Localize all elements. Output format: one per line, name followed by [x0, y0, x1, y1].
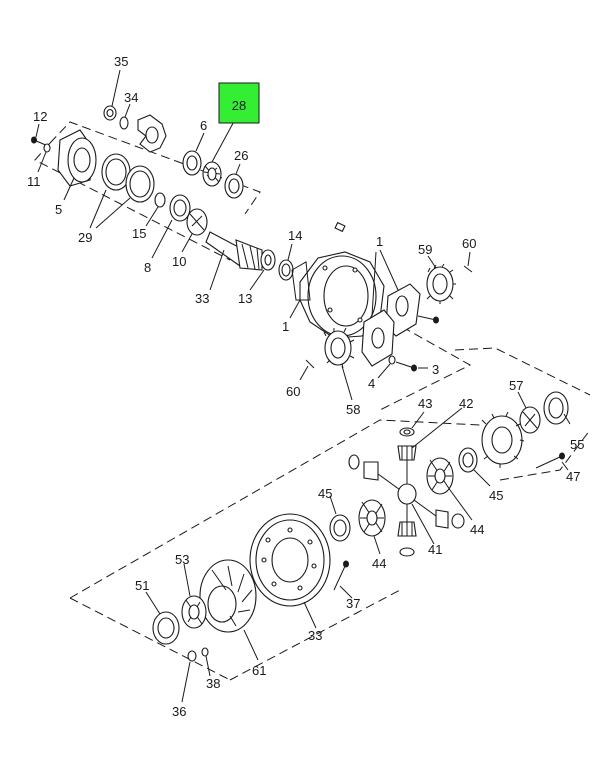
- callout-3[interactable]: 3: [432, 362, 439, 377]
- callout-58[interactable]: 58: [346, 402, 360, 417]
- part-44-side-gear-left[interactable]: [358, 499, 386, 537]
- part-35-nut[interactable]: [103, 105, 117, 121]
- part-case-half-right[interactable]: [481, 411, 525, 468]
- part-44-side-gear-right[interactable]: [426, 457, 454, 495]
- callout-51[interactable]: 51: [135, 578, 149, 593]
- callout-6[interactable]: 6: [200, 118, 207, 133]
- callout-43[interactable]: 43: [418, 396, 432, 411]
- part-38-washer[interactable]: [201, 647, 209, 657]
- part-pinion-gear-right[interactable]: [435, 509, 465, 529]
- callout-5[interactable]: 5: [55, 202, 62, 217]
- callout-34[interactable]: 34: [124, 90, 138, 105]
- callout-57[interactable]: 57: [509, 378, 523, 393]
- callout-14[interactable]: 14: [288, 228, 302, 243]
- callout-53[interactable]: 53: [175, 552, 189, 567]
- part-41-spider[interactable]: [377, 460, 437, 522]
- callout-45-left[interactable]: 45: [318, 486, 332, 501]
- part-36-nut[interactable]: [187, 650, 197, 662]
- highlight-box: [218, 82, 260, 124]
- part-34-washer[interactable]: [119, 116, 129, 130]
- part-60-pin-lower[interactable]: [305, 359, 315, 369]
- callout-55[interactable]: 55: [570, 437, 584, 452]
- callout-labels: 35 34 12 11 6 26 5 29 15 8 10 33 14 13 1…: [27, 54, 584, 719]
- callout-10[interactable]: 10: [172, 254, 186, 269]
- carrier-group: [291, 221, 473, 372]
- part-10-bearing[interactable]: [186, 208, 208, 236]
- callout-37[interactable]: 37: [346, 596, 360, 611]
- part-4-washer[interactable]: [388, 355, 396, 365]
- callout-59[interactable]: 59: [418, 242, 432, 257]
- callout-47[interactable]: 47: [566, 469, 580, 484]
- callout-42[interactable]: 42: [459, 396, 473, 411]
- callout-41[interactable]: 41: [428, 542, 442, 557]
- callout-11[interactable]: 11: [27, 174, 41, 189]
- callout-12[interactable]: 12: [33, 109, 47, 124]
- part-8-cup[interactable]: [169, 194, 191, 222]
- part-37-bolt[interactable]: [333, 560, 349, 591]
- callout-61[interactable]: 61: [252, 663, 266, 678]
- callout-35[interactable]: 35: [114, 54, 128, 69]
- part-1-carrier-housing[interactable]: [291, 251, 385, 339]
- part-53-bearing[interactable]: [181, 595, 207, 629]
- differential-group: [329, 391, 569, 557]
- callout-13[interactable]: 13: [238, 291, 252, 306]
- ring-gear-group: [152, 513, 349, 662]
- part-6-seal[interactable]: [182, 150, 202, 176]
- part-14-ring[interactable]: [278, 259, 294, 281]
- callout-33-pinion[interactable]: 33: [195, 291, 209, 306]
- callout-45-right[interactable]: 45: [489, 488, 503, 503]
- callout-1-housing[interactable]: 1: [282, 319, 289, 334]
- part-33-pinion-shaft[interactable]: [205, 231, 263, 271]
- callout-33-ring[interactable]: 33: [308, 628, 322, 643]
- callout-60-lower[interactable]: 60: [286, 384, 300, 399]
- part-13-bearing[interactable]: [260, 249, 276, 271]
- highlight-label: 28: [232, 98, 246, 113]
- callout-36[interactable]: 36: [172, 704, 186, 719]
- part-45-thrust-washer-left[interactable]: [329, 514, 351, 542]
- callout-4[interactable]: 4: [368, 376, 375, 391]
- part-33-ring-gear[interactable]: [249, 513, 331, 607]
- part-61-case-half[interactable]: [199, 559, 257, 633]
- part-45-thrust-washer-right[interactable]: [458, 447, 478, 473]
- part-pinion-gear-left[interactable]: [348, 454, 379, 481]
- callout-44-left[interactable]: 44: [372, 556, 386, 571]
- callout-15[interactable]: 15: [132, 226, 146, 241]
- part-plug[interactable]: [334, 221, 346, 233]
- part-11-washer[interactable]: [43, 143, 51, 153]
- part-3-bolt[interactable]: [395, 361, 417, 372]
- part-yoke[interactable]: [137, 114, 167, 153]
- part-43-washer[interactable]: [399, 427, 415, 437]
- part-55-cup[interactable]: [543, 391, 569, 425]
- part-5-cage[interactable]: [57, 129, 97, 187]
- callout-26[interactable]: 26: [234, 148, 248, 163]
- callout-29[interactable]: 29: [78, 230, 92, 245]
- part-58-adjuster[interactable]: [323, 327, 355, 369]
- part-26-cup[interactable]: [224, 173, 244, 199]
- part-42-pinion-gear-top[interactable]: [397, 445, 417, 461]
- part-29-shims[interactable]: [101, 153, 155, 203]
- part-51-cup[interactable]: [152, 611, 180, 645]
- part-pinion-gear-bottom[interactable]: [397, 521, 417, 557]
- leader-lines: [35, 69, 571, 703]
- callout-60-upper[interactable]: 60: [462, 236, 476, 251]
- part-28-bearing-cone[interactable]: [202, 161, 222, 187]
- callout-44-right[interactable]: 44: [470, 522, 484, 537]
- pinion-group: [31, 105, 294, 281]
- part-47-bolt[interactable]: [535, 452, 565, 469]
- part-bolt-upper-cap[interactable]: [417, 315, 439, 324]
- part-15-spacer[interactable]: [154, 192, 166, 208]
- part-1-bearing-caps[interactable]: [361, 283, 421, 367]
- part-60-pin-upper[interactable]: [463, 265, 473, 273]
- callout-1-caps[interactable]: 1: [376, 234, 383, 249]
- highlight-callout-28[interactable]: 28: [218, 82, 260, 124]
- callout-38[interactable]: 38: [206, 676, 220, 691]
- callout-8[interactable]: 8: [144, 260, 151, 275]
- part-59-adjuster[interactable]: [426, 263, 456, 304]
- part-57-bearing[interactable]: [519, 406, 541, 434]
